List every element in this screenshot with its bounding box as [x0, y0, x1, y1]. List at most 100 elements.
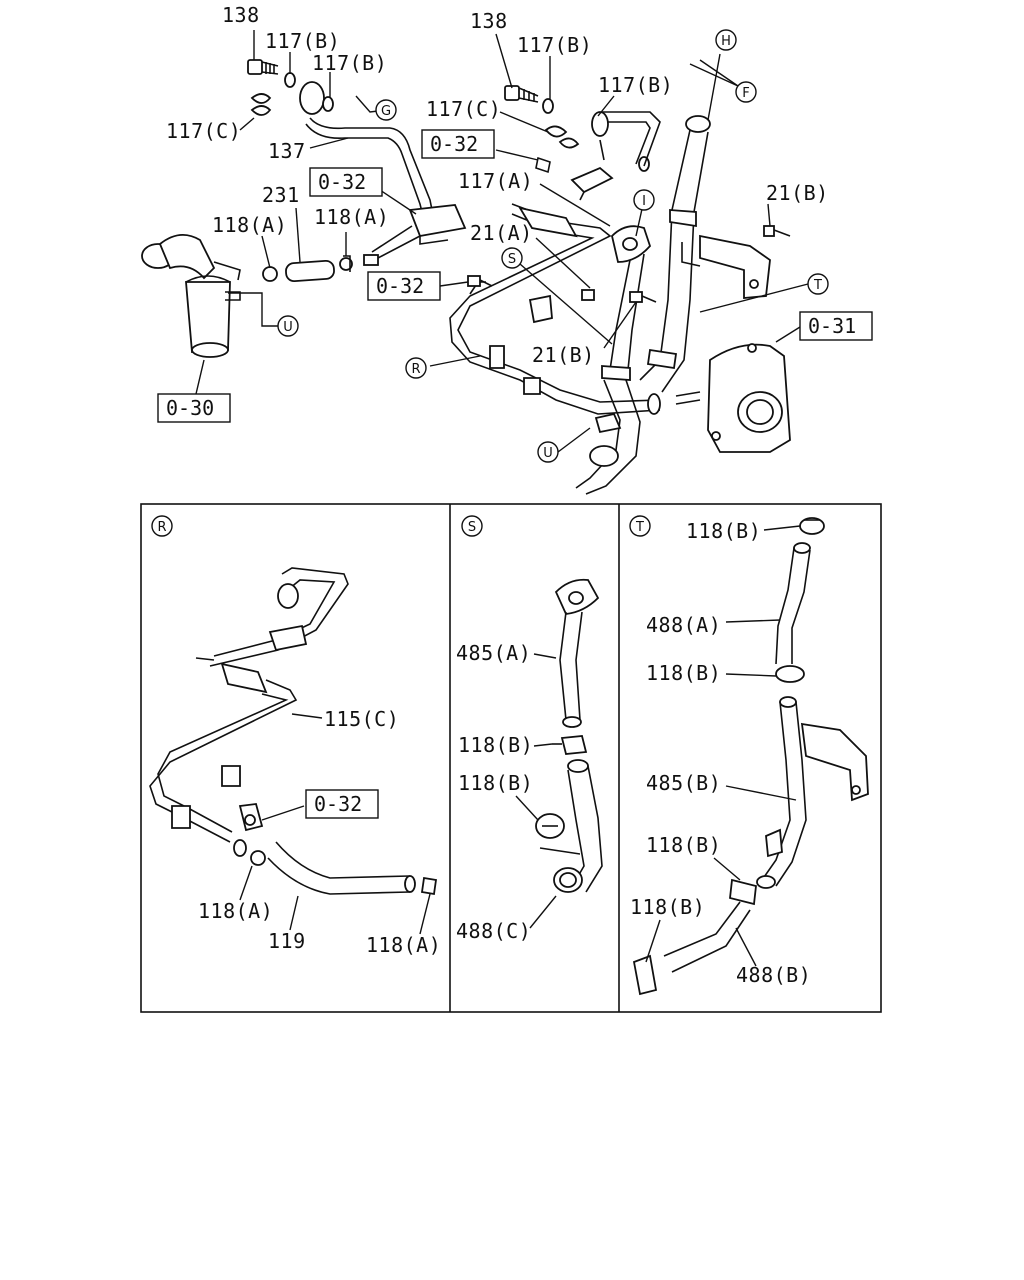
circle-marker-label: H — [721, 34, 731, 49]
ref-box-label: 0-32 — [318, 170, 366, 194]
hose-119 — [250, 841, 438, 896]
part-label: 117(B) — [265, 29, 340, 53]
ref-box — [421, 129, 495, 159]
part-label: 485(A) — [456, 641, 531, 665]
hose-488a — [775, 542, 811, 665]
detail-panel-s: S 485(A) 118(B) 118(B) — [456, 515, 603, 943]
circle-marker — [807, 273, 829, 295]
part-label: 118(A) — [314, 205, 389, 229]
part-label: 21(A) — [470, 221, 533, 245]
detail-panels-frame — [140, 503, 882, 1013]
part-label: 118(A) — [366, 933, 441, 957]
part-label: 118(B) — [646, 661, 721, 685]
ref-box — [157, 393, 231, 423]
clamp-118b-s2 — [535, 813, 565, 839]
part-label: 118(B) — [458, 733, 533, 757]
circle-marker-label: F — [742, 86, 749, 101]
circle-marker — [735, 81, 757, 103]
fitting-0-32-r — [238, 803, 264, 832]
part-label: 488(B) — [736, 963, 811, 987]
clamp-118b-t4 — [632, 954, 658, 996]
circle-marker — [715, 29, 737, 51]
circle-marker-label: R — [411, 362, 420, 377]
bypass-pipe-upper — [570, 111, 661, 201]
panel-marker — [461, 515, 483, 537]
circle-marker — [633, 189, 655, 211]
ref-box-label: 0-32 — [376, 274, 424, 298]
part-label: 488(A) — [646, 613, 721, 637]
part-label: 118(B) — [630, 895, 705, 919]
hose-488c — [553, 759, 603, 893]
part-label: 118(A) — [212, 213, 287, 237]
part-label: 138 — [222, 3, 260, 27]
bolts-21 — [467, 225, 791, 303]
part-label: 118(B) — [646, 833, 721, 857]
circle-marker — [375, 99, 397, 121]
circle-marker-label: I — [642, 194, 646, 209]
circle-marker-label: T — [813, 278, 822, 293]
clamp-118b-s1 — [552, 735, 588, 755]
part-label: 118(B) — [458, 771, 533, 795]
pipe-vertical-h — [639, 115, 711, 393]
part-label: 117(C) — [426, 97, 501, 121]
hose-231 — [262, 255, 353, 283]
ref-box-label: 0-32 — [430, 132, 478, 156]
ref-box-label: 0-30 — [166, 396, 214, 420]
clamp-118b-t1 — [799, 517, 825, 535]
clamp-118b-t3 — [729, 878, 757, 906]
circle-marker-label: S — [508, 252, 516, 267]
part-label: 118(A) — [198, 899, 273, 923]
part-label: 118(B) — [686, 519, 761, 543]
circle-marker-label: U — [543, 446, 553, 461]
pipe-lower — [575, 379, 641, 495]
part-label: 119 — [268, 929, 306, 953]
panel-marker — [151, 515, 173, 537]
ref-box — [309, 167, 383, 197]
ref-box — [305, 789, 379, 819]
detail-panel-r: R 115(C) — [149, 515, 441, 957]
ref-box-label: 0-31 — [808, 314, 856, 338]
circle-marker-label: U — [283, 320, 293, 335]
part-label: 115(C) — [324, 707, 399, 731]
pipe-485b — [756, 696, 869, 889]
part-label: 117(B) — [517, 33, 592, 57]
water-pump-housing — [675, 343, 791, 453]
circle-marker-label: G — [381, 104, 391, 119]
part-label: 137 — [268, 139, 306, 163]
circle-marker — [277, 315, 299, 337]
pipe-s — [601, 225, 652, 381]
hose-488b — [663, 901, 751, 973]
water-outlet-housing — [141, 234, 241, 358]
ref-box — [367, 271, 441, 301]
part-label: 21(B) — [532, 343, 595, 367]
circle-marker — [501, 247, 523, 269]
part-label: 488(C) — [456, 919, 531, 943]
circle-marker — [537, 441, 559, 463]
ref-box-label: 0-32 — [314, 792, 362, 816]
leader-lines — [195, 30, 809, 453]
bolt-138-left — [247, 59, 334, 116]
part-label: 231 — [262, 183, 300, 207]
pipe-assembly-r — [449, 203, 661, 415]
ref-box — [799, 311, 873, 341]
bracket-right — [681, 234, 771, 299]
detail-panel-t: T — [629, 515, 869, 996]
main-exploded-view: 138 117(B) 117(B) 117(C) 137 138 117(B) … — [141, 3, 873, 495]
part-label: 21(B) — [766, 181, 829, 205]
part-label: 117(C) — [166, 119, 241, 143]
panel-marker-label: S — [468, 520, 476, 535]
pipe-485a — [554, 578, 600, 728]
panel-marker-label: R — [157, 520, 166, 535]
part-label: 117(B) — [312, 51, 387, 75]
panel-marker-label: T — [635, 520, 644, 535]
panel-marker — [629, 515, 651, 537]
part-label: 117(A) — [458, 169, 533, 193]
part-label: 138 — [470, 9, 508, 33]
pipe-assembly-115c — [149, 567, 349, 857]
bolt-138-right — [504, 85, 650, 174]
clamp-118b-t2 — [775, 665, 805, 683]
part-label: 485(B) — [646, 771, 721, 795]
pipe-137 — [299, 81, 467, 266]
part-label: 117(B) — [598, 73, 673, 97]
